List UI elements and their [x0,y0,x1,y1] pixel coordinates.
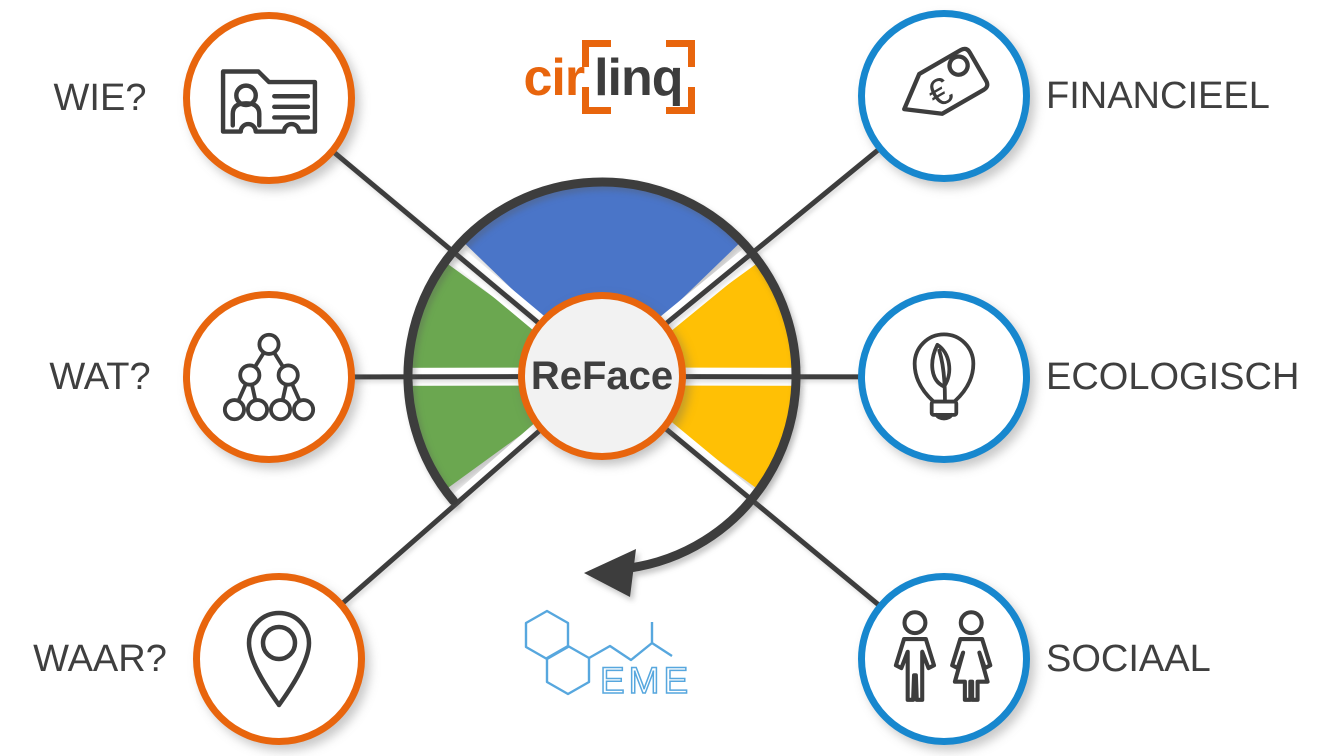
label-waar: WAAR? [33,638,167,680]
eme-molecule-logo: EME [524,609,692,702]
logo-bracket-frame: linq [582,40,695,114]
node-ecologisch [858,291,1030,463]
label-wie: WIE? [53,77,147,119]
location-pin-icon [246,610,312,708]
node-waar [193,573,365,745]
hexagon-ring-1 [524,609,570,661]
label-financieel: FINANCIEEL [1046,75,1270,117]
reface-hub: ReFace [518,292,686,460]
molecule-chain [588,622,673,662]
euro-price-tag-icon: € [902,46,990,117]
eco-lightbulb-icon [912,332,976,421]
label-sociaal: SOCIAAL [1046,638,1211,680]
hexagon-ring-2 [545,644,591,696]
euro-symbol: € [920,69,960,117]
eme-logo-text: EME [600,660,692,701]
node-financieel: € [858,10,1030,182]
hierarchy-tree-icon [222,332,316,422]
node-wie [183,12,355,184]
arrow-head-icon [584,549,636,597]
bracket-bottom-left-icon [582,87,612,114]
bracket-top-right-icon [665,40,695,67]
label-wat: WAT? [49,356,151,398]
wedge-blue-top [464,184,740,376]
man-woman-icon [893,610,993,702]
node-wat [183,291,355,463]
wheel-outer-arc [403,177,801,597]
logo-text-linq: linq [594,49,683,107]
logo-text-cir: cir [523,49,585,107]
bracket-bottom-right-icon [665,87,695,114]
id-card-icon [220,69,318,134]
bracket-top-left-icon [582,40,612,67]
label-ecologisch: ECOLOGISCH [1046,356,1300,398]
hub-label: ReFace [530,353,674,398]
node-sociaal [858,573,1030,745]
